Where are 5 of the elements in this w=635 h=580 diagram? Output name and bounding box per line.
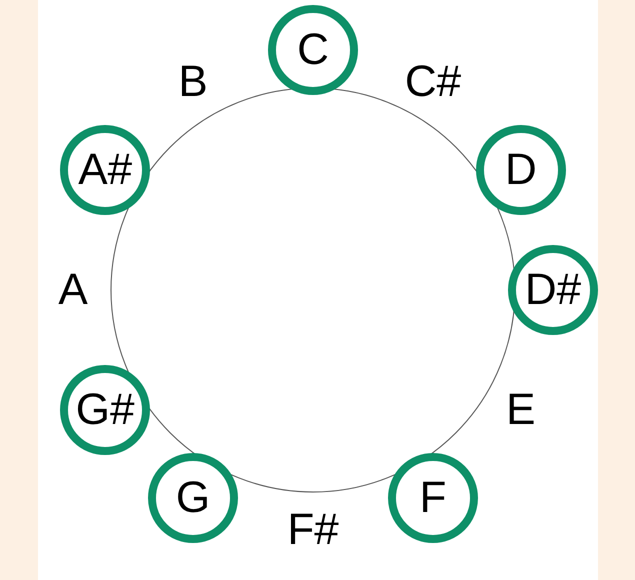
note-name: F# [287, 508, 339, 552]
note-name: E [506, 388, 536, 432]
note-name: B [178, 60, 208, 104]
note-name: A [58, 268, 88, 312]
note-name: C# [404, 60, 462, 104]
